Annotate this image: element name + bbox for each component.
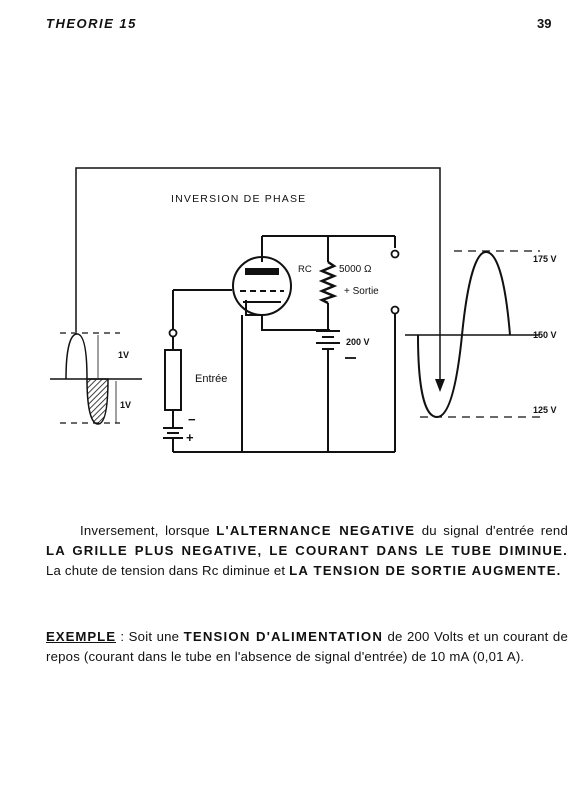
input-amplitude-upper: 1V: [118, 350, 129, 360]
input-waveform: [50, 332, 142, 425]
arrow-head: [435, 379, 445, 392]
vacuum-tube: [232, 256, 292, 316]
paragraph-inversement: Inversement, lorsque L'ALTERNANCE NEGATI…: [46, 521, 568, 581]
p1-text-3: La chute de tension dans Rc diminue et: [46, 563, 290, 578]
plate-resistor: [318, 260, 338, 305]
input-resistor: [164, 349, 182, 411]
output-level-mid: 150 V: [533, 330, 557, 340]
p1-strong-3: LA TENSION DE SORTIE AUGMENTE.: [289, 563, 562, 578]
bias-battery: [163, 427, 183, 439]
paragraph-exemple: EXEMPLE : Soit une TENSION D'ALIMENTATIO…: [46, 627, 568, 667]
outer-frame-wire: [75, 167, 441, 383]
page-number: 39: [537, 16, 552, 31]
output-terminal-bottom: [390, 305, 400, 315]
p1-strong-1: L'ALTERNANCE NEGATIVE: [216, 523, 416, 538]
input-amplitude-lower: 1V: [120, 400, 131, 410]
input-label: Entrée: [195, 373, 227, 385]
supply-voltage: 200 V: [346, 337, 370, 347]
p2-strong-1: TENSION D'ALIMENTATION: [183, 629, 384, 644]
output-waveform: [405, 250, 540, 419]
example-label: EXEMPLE: [46, 629, 117, 644]
supply-battery: [316, 330, 356, 359]
bias-plus: +: [186, 430, 194, 445]
p1-text-2: du signal d'entrée rend: [415, 523, 568, 538]
input-terminal: [168, 328, 178, 338]
chapter-header: THEORIE 15: [46, 16, 137, 31]
p2-text-1: : Soit une: [116, 629, 184, 644]
resistor-value: 5000 Ω: [339, 264, 372, 275]
diagram-title: INVERSION DE PHASE: [171, 193, 306, 205]
output-label: + Sortie: [344, 286, 379, 297]
output-level-high: 175 V: [533, 254, 557, 264]
p1-text-1: Inversement, lorsque: [80, 523, 217, 538]
output-level-low: 125 V: [533, 405, 557, 415]
p1-strong-2: LA GRILLE PLUS NEGATIVE, LE COURANT DANS…: [46, 543, 568, 558]
phase-inversion-diagram: INVERSION DE PHASE 1V 1V RC: [50, 167, 557, 453]
p2-text-2: de 200 Volts et un courant de repos (cou…: [46, 629, 568, 664]
rc-label: RC: [298, 264, 312, 275]
bias-minus: −: [188, 412, 196, 427]
output-terminal-top: [390, 249, 400, 259]
